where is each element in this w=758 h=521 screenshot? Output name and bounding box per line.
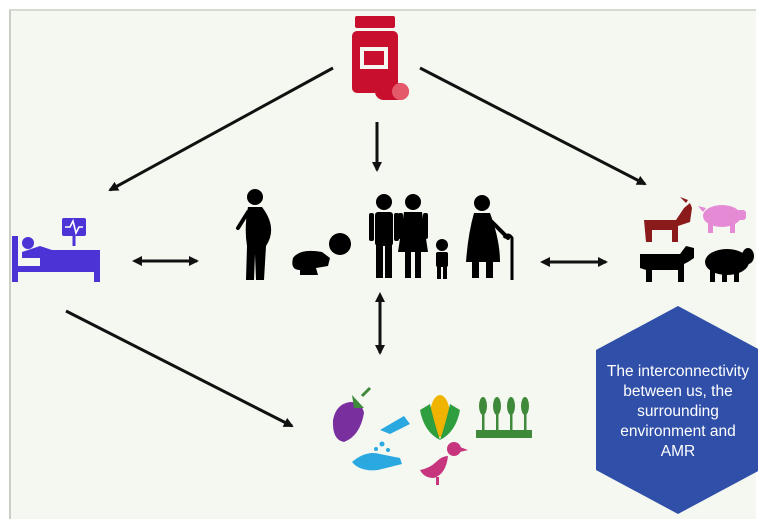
elderly-woman-icon: [466, 195, 514, 280]
pig-icon: [698, 205, 746, 233]
sheep-icon: [705, 248, 754, 282]
arrows: [65, 66, 647, 428]
arrow-medicine-to-animals: [419, 66, 647, 186]
eggplant-icon: [332, 386, 372, 442]
cow-icon: [640, 246, 694, 282]
hospital-bed-icon: [12, 218, 100, 282]
corn-icon: [420, 395, 460, 440]
water-hand-icon: [352, 416, 410, 471]
arrow-medicine-to-hospital: [108, 66, 334, 192]
food-environment-icon: [332, 386, 532, 485]
goat-icon: [644, 197, 692, 242]
pregnant-woman-icon: [236, 189, 272, 280]
caption-hexagon: [596, 306, 758, 514]
caption-hexagon-text-box: The interconnectivity between us, the su…: [594, 332, 758, 492]
man-icon: [369, 194, 399, 278]
wheat-field-icon: [476, 397, 532, 438]
crawling-baby-icon: [292, 233, 351, 275]
pill-bottle-icon: [352, 16, 409, 100]
arrow-hospital-to-environment: [65, 309, 294, 428]
duck-icon: [420, 442, 468, 485]
woman-icon: [398, 194, 428, 278]
family-icon: [236, 189, 514, 280]
caption-text: The interconnectivity between us, the su…: [606, 363, 750, 460]
child-icon: [436, 239, 448, 279]
livestock-icon: [640, 197, 754, 282]
